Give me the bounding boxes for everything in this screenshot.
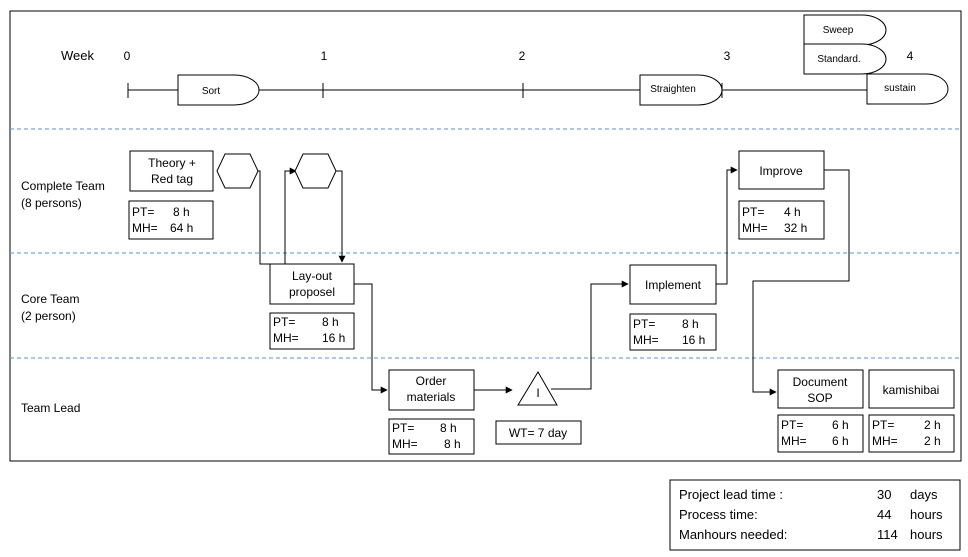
activity-document-title: Document <box>793 375 848 389</box>
mh-label: MH= <box>742 221 768 235</box>
activity-layout-title: Lay-out <box>292 269 333 283</box>
pt-value: 4 h <box>784 205 801 219</box>
pt-value: 6 h <box>832 418 849 432</box>
inventory-symbol: I <box>536 386 539 400</box>
activity-order-title: Order <box>416 374 447 388</box>
connector-layout-to-hexagon <box>284 167 297 264</box>
week-tick-label: 4 <box>907 49 914 63</box>
summary-unit: hours <box>910 527 943 542</box>
week-tick-label: 0 <box>124 49 131 63</box>
connector-hexagon-to-layout <box>335 170 346 263</box>
phase-straighten-label: Straighten <box>650 84 696 95</box>
hexagon-layout-loop <box>294 153 337 189</box>
connector-improve-to-document <box>752 169 850 396</box>
mh-label: MH= <box>781 434 807 448</box>
phase-sustain-label: sustain <box>884 83 916 94</box>
week-label: Week <box>61 48 94 63</box>
pt-label: PT= <box>781 418 803 432</box>
summary-unit: hours <box>910 507 943 522</box>
pt-value: 8 h <box>322 315 339 329</box>
lane-label-core-team-size: (2 person) <box>21 309 76 323</box>
lane-label-team-lead: Team Lead <box>21 401 80 415</box>
connector-layout-to-order <box>354 283 388 394</box>
mh-label: MH= <box>273 331 299 345</box>
pt-value: 8 h <box>440 421 457 435</box>
mh-value: 16 h <box>322 331 345 345</box>
week-tick-label: 1 <box>321 49 328 63</box>
week-tick-label: 2 <box>519 49 526 63</box>
week-tick-label: 3 <box>724 49 731 63</box>
lane-label-complete-team-size: (8 persons) <box>21 196 82 210</box>
activity-order-box <box>388 369 475 411</box>
activity-theory-title: Theory + <box>148 156 196 170</box>
summary-unit: days <box>910 487 938 502</box>
wait-time-box <box>495 420 582 445</box>
pt-label: PT= <box>633 317 655 331</box>
activity-order-metrics <box>388 418 475 455</box>
activity-order-title: materials <box>407 390 456 404</box>
mh-label: MH= <box>392 437 418 451</box>
phase-sort-label: Sort <box>202 86 221 97</box>
summary-box <box>669 479 961 551</box>
activity-document-metrics <box>777 414 864 453</box>
pt-value: 2 h <box>924 418 941 432</box>
summary-label: Manhours needed: <box>679 527 787 542</box>
activity-document-title: SOP <box>807 391 832 405</box>
summary-label: Process time: <box>679 507 758 522</box>
activity-implement-box <box>629 264 717 305</box>
pt-label: PT= <box>132 205 154 219</box>
activity-layout-metrics <box>269 312 355 350</box>
activity-layout-box <box>269 263 355 305</box>
mh-value: 16 h <box>682 333 705 347</box>
mh-value: 2 h <box>924 434 941 448</box>
mh-value: 64 h <box>170 221 193 235</box>
hexagon-theory <box>216 153 259 189</box>
activity-kamishibai-metrics <box>868 414 955 453</box>
pt-value: 8 h <box>173 205 190 219</box>
connector-theory-to-layout <box>258 170 270 265</box>
activity-document-box <box>777 369 864 409</box>
pt-label: PT= <box>742 205 764 219</box>
mh-value: 32 h <box>784 221 807 235</box>
activity-improve-metrics <box>738 200 825 240</box>
mh-value: 6 h <box>832 434 849 448</box>
activity-layout-title: proposel <box>289 285 335 299</box>
activity-theory-title: Red tag <box>151 172 193 186</box>
phase-standard-shape <box>803 43 887 75</box>
inventory-triangle <box>517 371 558 406</box>
mh-label: MH= <box>633 333 659 347</box>
lane-label-complete-team: Complete Team <box>21 179 105 193</box>
pt-label: PT= <box>273 315 295 329</box>
phase-standard-label: Standard. <box>817 54 860 65</box>
activity-implement-title: Implement <box>645 278 702 292</box>
activity-theory-metrics <box>128 200 214 240</box>
mh-label: MH= <box>132 221 158 235</box>
mh-value: 8 h <box>444 437 461 451</box>
phase-straighten-shape <box>639 74 723 106</box>
wait-time-text: WT= 7 day <box>509 426 567 440</box>
phase-sweep-label: Sweep <box>823 25 854 36</box>
activity-theory-box <box>129 150 214 192</box>
activity-kamishibai-title: kamishibai <box>883 383 940 397</box>
timeline: Week 0 1 2 3 4 Sort Straighten sustain S… <box>61 14 949 106</box>
summary-label: Project lead time : <box>679 487 783 502</box>
activity-improve-box <box>738 150 825 190</box>
phase-sort-shape <box>177 74 260 106</box>
pt-label: PT= <box>872 418 894 432</box>
connector-implement-to-improve <box>716 166 738 285</box>
pt-label: PT= <box>392 421 414 435</box>
activity-improve-title: Improve <box>759 164 803 178</box>
connectors <box>258 166 850 396</box>
lane-label-core-team: Core Team <box>21 292 79 306</box>
pt-value: 8 h <box>682 317 699 331</box>
activity-kamishibai-box <box>868 369 955 409</box>
summary-value: 30 <box>877 487 891 502</box>
summary-value: 44 <box>877 507 891 522</box>
summary-value: 114 <box>877 527 898 542</box>
phase-sustain-shape <box>866 73 949 105</box>
mh-label: MH= <box>872 434 898 448</box>
activity-implement-metrics <box>629 313 717 351</box>
connector-inventory-to-implement <box>551 280 629 390</box>
